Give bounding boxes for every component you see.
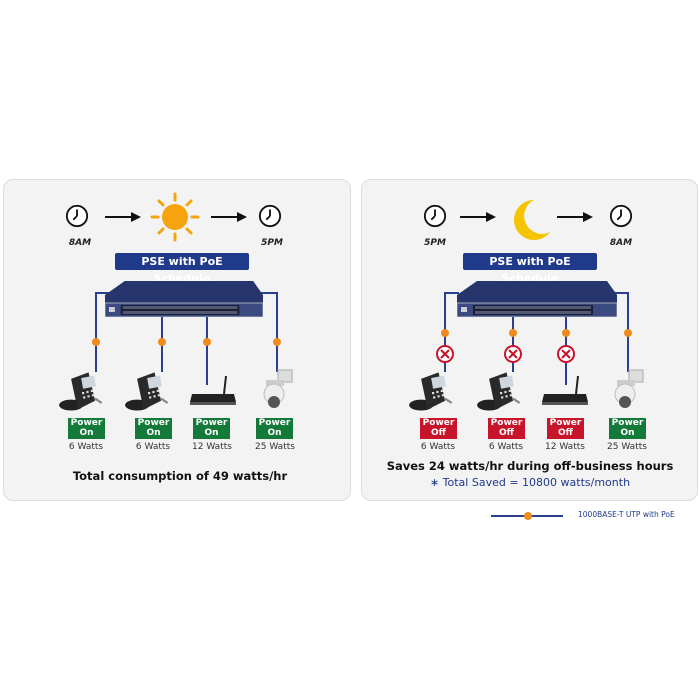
cable bbox=[258, 292, 277, 294]
arrow-icon bbox=[460, 212, 496, 222]
poe-switch bbox=[105, 281, 263, 317]
clock-icon bbox=[258, 204, 282, 228]
device-watts: 6 Watts bbox=[135, 442, 171, 452]
cable bbox=[95, 292, 97, 372]
sun-icon bbox=[150, 192, 200, 242]
cable bbox=[206, 315, 208, 385]
poe-dot bbox=[273, 338, 281, 346]
end-time: 8AM bbox=[609, 238, 633, 248]
clock-icon bbox=[65, 204, 89, 228]
arrow-icon bbox=[105, 212, 141, 222]
cable bbox=[276, 292, 278, 372]
poe-dot bbox=[624, 329, 632, 337]
ip-phone-icon bbox=[476, 370, 524, 414]
wireless-ap-icon bbox=[188, 375, 238, 407]
poe-switch bbox=[457, 281, 617, 317]
arrow-icon bbox=[557, 212, 593, 222]
arrow-icon bbox=[211, 212, 247, 222]
device-watts: 25 Watts bbox=[607, 442, 647, 452]
clock-icon bbox=[423, 204, 447, 228]
legend-label: 1000BASE-T UTP with PoE bbox=[578, 510, 675, 519]
start-time: 5PM bbox=[424, 238, 446, 248]
wireless-ap-icon bbox=[540, 375, 590, 407]
daytime-panel bbox=[3, 179, 351, 501]
total-saved: ∗ Total Saved = 10800 watts/month bbox=[429, 476, 631, 489]
device-watts: 6 Watts bbox=[488, 442, 524, 452]
poe-dot bbox=[509, 329, 517, 337]
power-off-x-icon bbox=[504, 345, 522, 363]
moon-icon bbox=[514, 200, 550, 240]
power-off-x-icon bbox=[436, 345, 454, 363]
pse-schedule-badge: PSE with PoE Schedule bbox=[463, 253, 597, 285]
total-consumption: Total consumption of 49 watts/hr bbox=[72, 469, 288, 483]
power-off-x-icon bbox=[557, 345, 575, 363]
cable bbox=[613, 292, 629, 294]
ip-phone-icon bbox=[408, 370, 456, 414]
legend-poe-dot bbox=[524, 512, 532, 520]
poe-dot bbox=[203, 338, 211, 346]
device-watts: 6 Watts bbox=[420, 442, 456, 452]
savings-summary: Saves 24 watts/hr during off-business ho… bbox=[386, 459, 674, 473]
poe-dot bbox=[562, 329, 570, 337]
ip-camera-icon bbox=[607, 368, 647, 412]
device-watts: 6 Watts bbox=[68, 442, 104, 452]
ip-phone-icon bbox=[124, 370, 172, 414]
device-watts: 12 Watts bbox=[192, 442, 232, 452]
poe-dot bbox=[92, 338, 100, 346]
cable bbox=[445, 292, 459, 294]
poe-dot bbox=[158, 338, 166, 346]
ip-camera-icon bbox=[256, 368, 296, 412]
start-time: 8AM bbox=[68, 238, 92, 248]
poe-dot bbox=[441, 329, 449, 337]
cable bbox=[512, 315, 514, 372]
pse-schedule-badge: PSE with PoE Schedule bbox=[115, 253, 249, 285]
ip-phone-icon bbox=[58, 370, 106, 414]
end-time: 5PM bbox=[261, 238, 283, 248]
device-watts: 12 Watts bbox=[545, 442, 585, 452]
clock-icon bbox=[609, 204, 633, 228]
cable bbox=[96, 292, 110, 294]
device-watts: 25 Watts bbox=[255, 442, 295, 452]
